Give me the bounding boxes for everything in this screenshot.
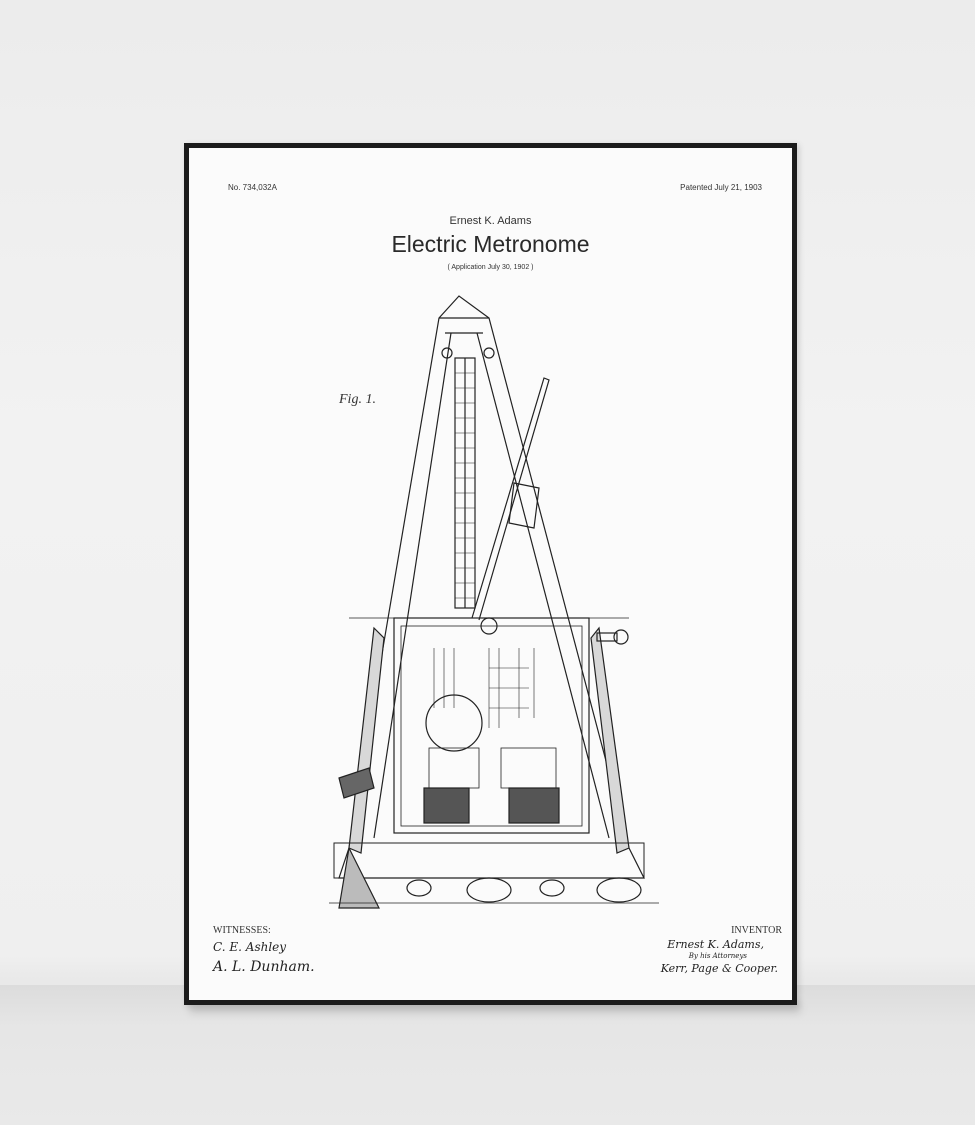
floor [0,985,975,1125]
poster-frame: No. 734,032A Patented July 21, 1903 Erne… [184,143,797,1005]
patent-number: No. 734,032A [228,183,277,192]
metronome-patent-drawing [329,295,659,909]
attorneys-note: By his Attorneys [688,952,747,960]
frame-shadow [190,1003,800,1013]
patent-date: Patented July 21, 1903 [680,183,762,192]
witness-signature: C. E. Ashley [213,940,287,954]
figure-label: Fig. 1. [339,392,376,407]
attorneys-signature: Kerr, Page & Cooper. [660,962,778,975]
inventor-signature: Ernest K. Adams, [667,938,764,951]
application-date: ( Application July 30, 1902 ) [447,264,534,271]
poster-title: Electric Metronome [391,231,590,257]
inventor-name: Ernest K. Adams [449,215,532,227]
witness-signature: A. L. Dunham. [213,959,315,975]
inventor-label: INVENTOR [731,925,782,936]
witnesses-label: WITNESSES: [213,925,271,936]
